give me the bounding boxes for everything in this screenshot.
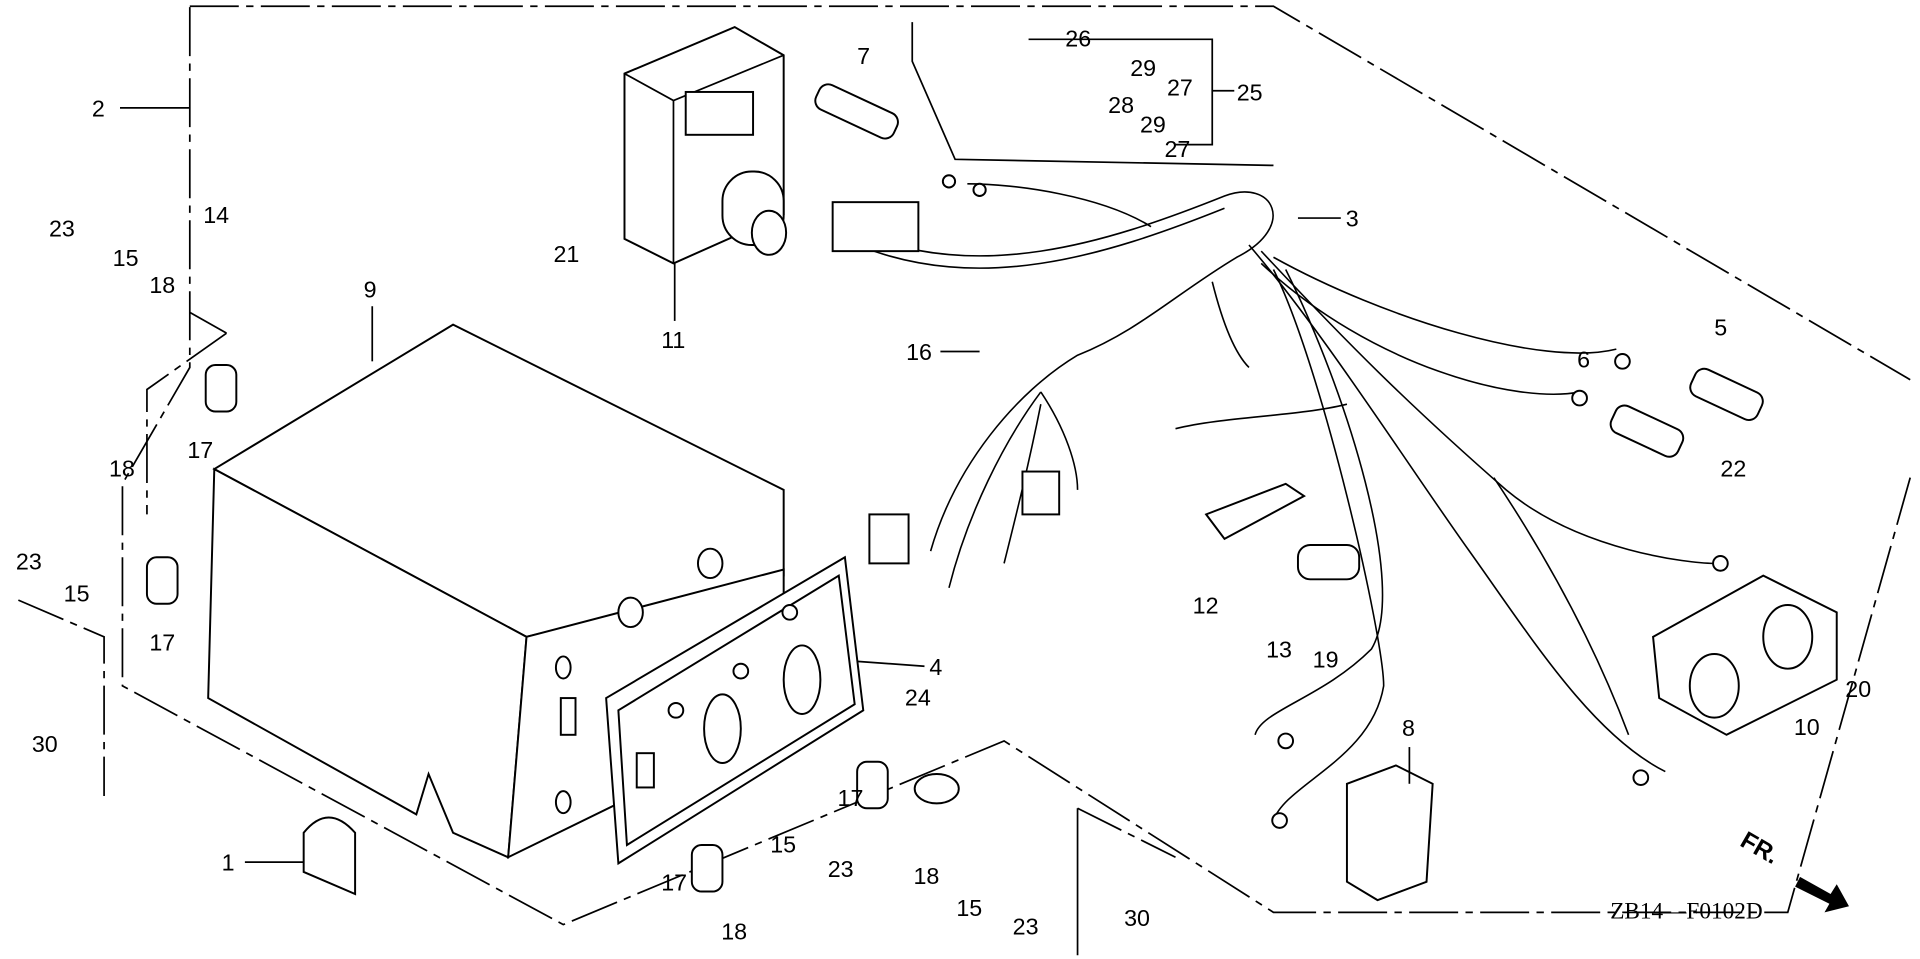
callout: 22 [1720,455,1746,481]
callout: 7 [857,43,870,69]
callout: 19 [1313,646,1339,672]
callout: 27 [1164,136,1190,162]
callout: 8 [1402,715,1415,741]
callout: 23 [828,856,854,882]
arrow-icon [1795,876,1849,913]
callout: 23 [49,215,75,241]
callout: 23 [16,549,42,575]
callout: 11 [661,327,685,353]
callout: 14 [203,202,229,228]
callout: 1 [222,850,235,876]
callout: 24 [905,684,931,710]
callout: 18 [149,272,175,298]
callout: 6 [1577,346,1590,372]
callout: 5 [1714,315,1727,341]
callout: 23 [1013,913,1039,939]
callout: 3 [1346,206,1359,232]
callout: 13 [1266,637,1292,663]
callout: 4 [929,654,942,680]
diagram-code: ZB14—F0102D [1610,898,1762,924]
callout: 25 [1237,80,1263,106]
callout: 29 [1140,111,1166,137]
callout: 28 [1108,92,1134,118]
callout: 15 [956,895,982,921]
callout: 10 [1794,714,1820,740]
callout: 15 [113,245,139,271]
callout: 17 [149,629,175,655]
callout: 16 [906,339,932,365]
callout: 18 [721,918,747,944]
callout: 18 [109,455,135,481]
callout-labels: 2 26 29 27 25 28 29 27 3 7 14 23 15 18 9… [16,26,1871,945]
wire-harness [831,174,1729,829]
callout: 21 [553,241,579,267]
small-parts [145,83,1838,902]
callout: 17 [187,437,213,463]
callout: 30 [1124,905,1150,931]
callout: 2 [92,95,105,121]
control-panel [605,555,865,866]
callout: 9 [364,277,377,303]
callout: 30 [32,731,58,757]
callout: 17 [661,869,687,895]
callout: 27 [1167,75,1193,101]
callout: 20 [1845,676,1871,702]
callout: 26 [1065,26,1091,52]
callout: 15 [770,831,796,857]
callout: 12 [1193,593,1219,619]
callout: 29 [1130,55,1156,81]
direction-label: FR. [1736,827,1784,870]
callout: 18 [913,863,939,889]
callout: 15 [64,580,90,606]
assembly-outline [18,5,1912,956]
ignition-control-unit [623,25,788,265]
leader-lines [120,38,1411,864]
callout: 17 [838,785,864,811]
